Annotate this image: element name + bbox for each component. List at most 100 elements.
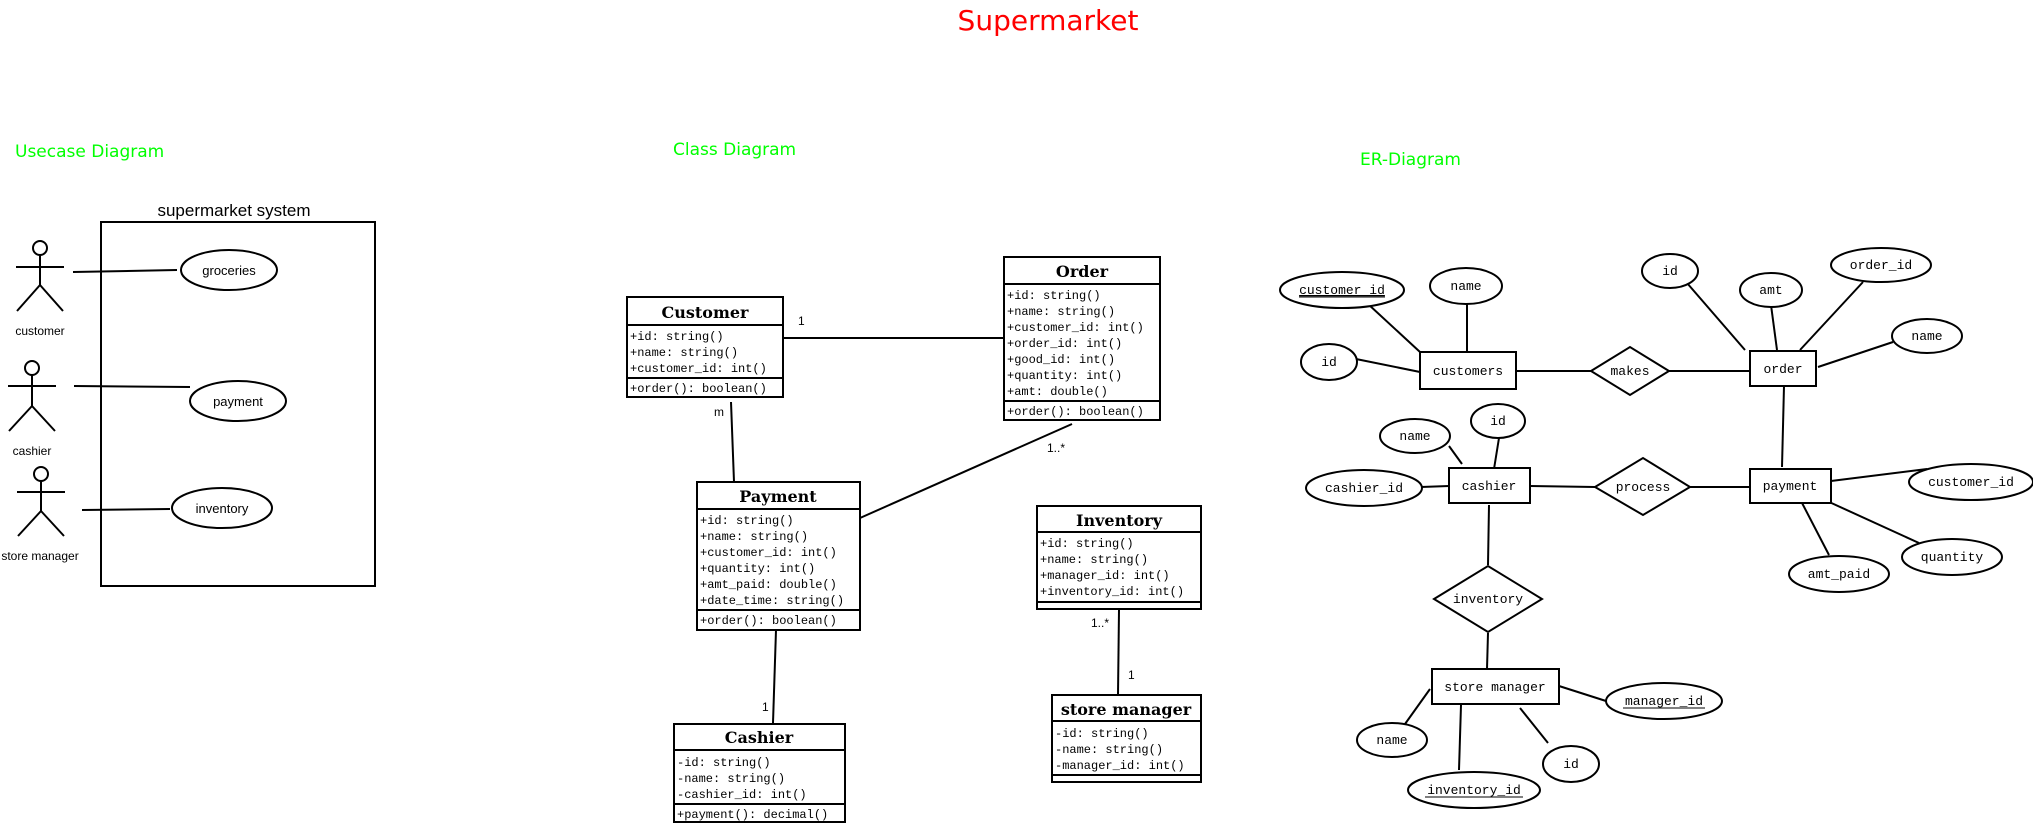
er-attribute-manager-id: id	[1542, 745, 1600, 783]
mult-inventory-bottom: 1	[1128, 668, 1135, 682]
usecase-groceries	[180, 249, 278, 291]
class-order-name: Order	[1056, 262, 1109, 281]
er-attribute-manager-name: name	[1356, 722, 1428, 758]
class-payment-attr: +customer_id: int()	[700, 546, 837, 560]
er-attribute-manager-inventory-id-label: inventory_id	[1427, 783, 1521, 798]
er-entity-customers-label: customers	[1433, 364, 1503, 379]
class-store-manager-attr: -name: string()	[1055, 743, 1163, 757]
class-cashier-name: Cashier	[725, 728, 794, 747]
class-payment-attr: +id: string()	[700, 514, 794, 528]
class-order-attr: +quantity: int()	[1007, 369, 1122, 383]
mult-inventory-top: 1..*	[1091, 616, 1109, 630]
class-inventory-name: Inventory	[1076, 511, 1163, 530]
actor-store-manager-label: store manager	[1, 549, 78, 563]
er-attribute-payment-quantity-label: quantity	[1921, 550, 1984, 565]
class-cashier-attr: -id: string()	[677, 756, 771, 770]
er-attribute-manager-id-label: id	[1563, 757, 1579, 772]
usecase-payment-label: payment	[213, 394, 263, 409]
er-relationship-makes-label: makes	[1610, 364, 1649, 379]
er-attribute-payment-amt-paid-label: amt_paid	[1808, 567, 1870, 582]
class-payment-attr: +amt_paid: double()	[700, 578, 837, 592]
er-attribute-cashier-name: name	[1379, 418, 1451, 454]
class-cashier: Cashier -id: string() -name: string() -c…	[673, 723, 846, 823]
class-customer-name: Customer	[662, 303, 750, 322]
er-attribute-order-order-id: order_id	[1830, 247, 1932, 283]
er-entity-order: order	[1749, 350, 1817, 387]
class-customer-method: +order(): boolean()	[630, 382, 767, 396]
class-payment-attr: +date_time: string()	[700, 594, 844, 608]
er-attribute-manager-manager-id-label: manager_id	[1625, 694, 1703, 709]
class-payment-attr: +name: string()	[700, 530, 808, 544]
class-order-attr: +good_id: int()	[1007, 353, 1115, 367]
er-entity-store-manager: store manager	[1431, 668, 1560, 705]
er-entity-cashier: cashier	[1448, 467, 1531, 504]
er-attribute-order-amt-label: amt	[1759, 283, 1782, 298]
class-order-method: +order(): boolean()	[1007, 405, 1144, 419]
er-entity-order-label: order	[1763, 362, 1802, 377]
class-customer-attr: +customer_id: int()	[630, 362, 767, 376]
er-relationship-process: process	[1593, 456, 1692, 517]
class-payment-method: +order(): boolean()	[700, 614, 837, 628]
system-boundary-label: supermarket system	[157, 201, 310, 220]
actor-cashier-label: cashier	[13, 444, 52, 458]
er-entity-payment: payment	[1749, 468, 1832, 504]
mult-payment-cashier: 1	[762, 700, 769, 714]
actor-customer-label: customer	[15, 324, 64, 338]
class-store-manager-name: store manager	[1061, 700, 1192, 719]
class-cashier-attr: -name: string()	[677, 772, 785, 786]
class-payment: Payment +id: string() +name: string() +c…	[696, 481, 861, 631]
er-attribute-payment-customer-id: customer_id	[1908, 463, 2033, 501]
class-associations	[730, 337, 1120, 724]
class-store-manager-attr: -id: string()	[1055, 727, 1149, 741]
er-entity-cashier-label: cashier	[1462, 479, 1517, 494]
system-boundary	[100, 221, 376, 587]
er-attribute-order-name-label: name	[1911, 329, 1942, 344]
class-order-attr: +id: string()	[1007, 289, 1101, 303]
er-attribute-order-name: name	[1891, 318, 1963, 354]
class-cashier-method: +payment(): decimal()	[677, 808, 828, 822]
class-diagram: Class Diagram 1 m 1..* 1 1..* 1 Customer…	[626, 140, 1202, 823]
er-relationship-inventory: inventory	[1432, 564, 1544, 634]
class-payment-name: Payment	[739, 487, 817, 506]
class-inventory-attr: +name: string()	[1040, 553, 1148, 567]
class-order-attr: +amt: double()	[1007, 385, 1108, 399]
er-attribute-payment-customer-id-label: customer_id	[1928, 475, 2014, 490]
er-relationship-inventory-label: inventory	[1453, 592, 1523, 607]
mult-order-payment: 1..*	[1047, 441, 1065, 455]
usecase-inventory	[171, 487, 273, 529]
usecase-inventory-label: inventory	[196, 501, 249, 516]
er-attribute-manager-inventory-id: inventory_id	[1407, 771, 1541, 809]
er-attribute-customers-name: name	[1429, 267, 1503, 305]
class-inventory-attr: +inventory_id: int()	[1040, 585, 1184, 599]
er-attribute-cashier-id: id	[1470, 403, 1526, 439]
class-order-attr: +name: string()	[1007, 305, 1115, 319]
class-payment-attr: +quantity: int()	[700, 562, 815, 576]
class-order-attr: +customer_id: int()	[1007, 321, 1144, 335]
class-customer-attr: +name: string()	[630, 346, 738, 360]
er-diagram: ER-Diagram	[1279, 150, 2033, 809]
actor-customer-figure	[16, 240, 64, 312]
er-attribute-customers-id-label: id	[1321, 355, 1337, 370]
er-attribute-order-id-label: id	[1662, 264, 1678, 279]
er-entity-payment-label: payment	[1763, 479, 1818, 494]
usecase-heading: Usecase Diagram	[15, 142, 164, 162]
class-inventory-attr: +id: string()	[1040, 537, 1134, 551]
class-inventory: Inventory +id: string() +name: string() …	[1036, 505, 1202, 610]
er-attribute-payment-amt-paid: amt_paid	[1788, 555, 1890, 593]
er-entity-customers: customers	[1419, 351, 1517, 390]
er-attribute-manager-manager-id: manager_id	[1605, 682, 1723, 720]
er-heading: ER-Diagram	[1360, 150, 1461, 170]
usecase-associations	[72, 269, 191, 511]
er-attribute-customer-id-label: customer_id	[1299, 283, 1385, 298]
er-attribute-order-amt: amt	[1739, 272, 1803, 308]
er-connectors	[1355, 281, 1928, 771]
usecase-groceries-label: groceries	[202, 263, 256, 278]
er-attribute-cashier-id-label: id	[1490, 414, 1506, 429]
er-attribute-order-id: id	[1641, 253, 1699, 289]
class-store-manager: store manager -id: string() -name: strin…	[1051, 694, 1202, 783]
class-store-manager-attr: -manager_id: int()	[1055, 759, 1185, 773]
er-attribute-payment-quantity: quantity	[1901, 538, 2003, 576]
er-relationship-process-label: process	[1616, 480, 1671, 495]
er-attribute-customers-id: id	[1300, 343, 1358, 381]
